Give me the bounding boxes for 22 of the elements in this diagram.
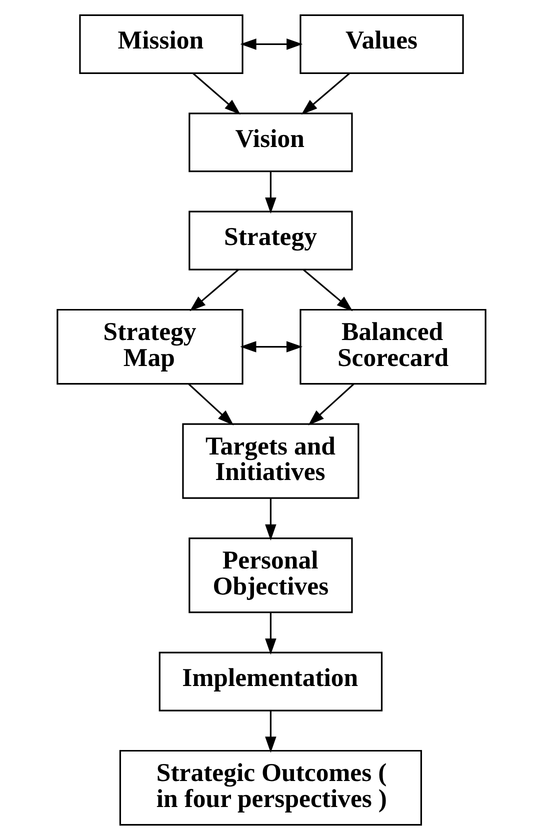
node-box: Balanced Scorecard: [299, 308, 486, 385]
node-box: Vision: [188, 112, 352, 172]
arrow: [300, 72, 350, 115]
node-box: Values: [299, 14, 464, 74]
node-box: Strategic Outcomes ( in four perspectives ): [118, 750, 422, 826]
node-box: Strategy Map: [56, 308, 243, 385]
arrow: [189, 269, 238, 312]
node-box: Mission: [78, 14, 243, 74]
node-box: Targets and Initiatives: [182, 423, 359, 499]
arrow: [264, 498, 276, 540]
arrow: [308, 384, 354, 426]
arrow: [240, 38, 302, 50]
node-box: Personal Objectives: [188, 538, 352, 614]
arrow: [192, 72, 240, 115]
node-box: Strategy: [188, 210, 352, 270]
arrow: [264, 710, 276, 753]
arrow: [188, 384, 234, 426]
arrow: [240, 341, 302, 352]
arrow: [264, 612, 276, 655]
arrow: [264, 171, 276, 214]
node-box: Implementation: [158, 652, 382, 712]
arrow: [302, 269, 352, 312]
